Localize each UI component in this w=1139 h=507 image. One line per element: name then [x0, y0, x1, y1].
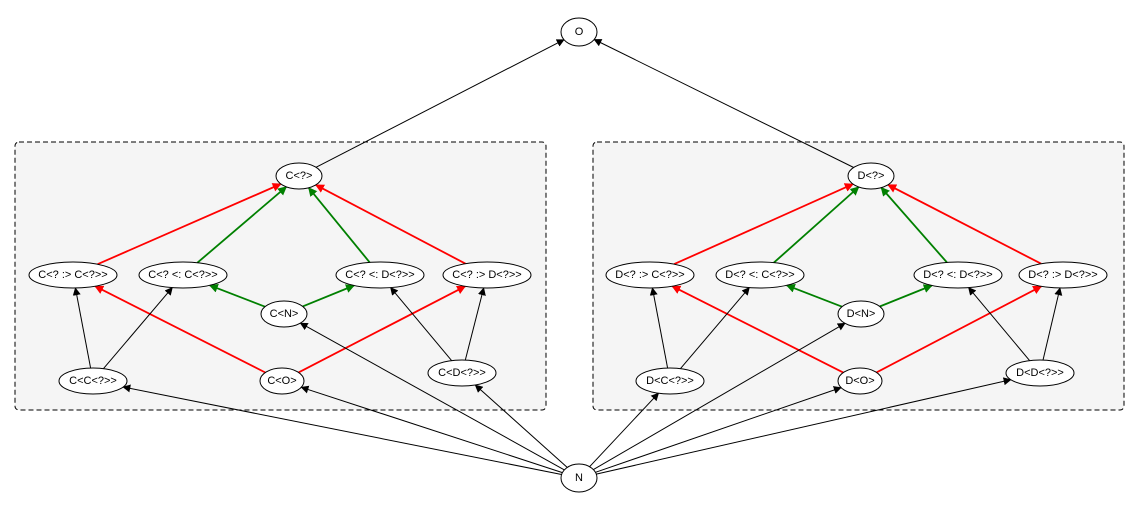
node-d-sup-d[interactable]: D<? <: D<?>>	[913, 261, 1003, 289]
node-d-sup-c[interactable]: D<? <: C<?>>	[715, 261, 805, 289]
edge-d-cc-to-d-sup-c	[680, 286, 750, 369]
node-d-ext-d-label: D<? :> D<?>>	[1028, 269, 1097, 281]
edge-d-to-o	[593, 39, 854, 168]
node-d-sup-c-label: D<? <: C<?>>	[725, 269, 794, 281]
edge-d-o-to-d-ext-d	[876, 285, 1043, 374]
edge-c-cc-to-c-sup-c	[103, 286, 173, 369]
edge-n-to-d-dd	[596, 377, 1012, 475]
node-c-ext-c-label: C<? :> C<?>>	[38, 269, 107, 281]
edge-d-n-to-d-sup-c	[785, 284, 843, 308]
cluster-d	[592, 141, 1125, 411]
edge-d-ext-c-to-d	[673, 183, 854, 265]
node-c-n[interactable]: C<N>	[260, 300, 308, 328]
edge-n-to-d-o	[595, 386, 842, 473]
edge-n-to-c-dd	[474, 384, 568, 468]
node-c-ext-d-label: C<? :> D<?>>	[452, 269, 521, 281]
node-d-o[interactable]: D<O>	[837, 367, 883, 395]
edges-layer	[72, 39, 1063, 475]
node-d-ext-d[interactable]: D<? :> D<?>>	[1018, 261, 1108, 289]
edge-c-o-to-c-ext-c	[94, 285, 266, 374]
node-n-label: N	[575, 472, 583, 484]
node-d-dd-label: D<D<?>>	[1016, 367, 1064, 379]
edge-n-to-c-o	[300, 385, 563, 474]
edge-d-cc-to-d-ext-c	[649, 287, 669, 369]
node-c-cc-label: C<C<?>>	[69, 375, 117, 387]
edge-n-to-d-n	[593, 322, 846, 471]
edge-n-to-d-cc	[589, 392, 660, 468]
edge-c-cc-to-c-ext-c	[72, 287, 92, 369]
node-d-cc[interactable]: D<C<?>>	[635, 367, 705, 395]
node-c-sup-d-label: C<? <: D<?>>	[345, 269, 414, 281]
edge-d-sup-d-to-d	[880, 186, 948, 263]
edge-c-ext-c-to-c	[97, 183, 282, 266]
node-c-sup-d[interactable]: C<? <: D<?>>	[335, 261, 425, 289]
node-c-o-label: C<O>	[267, 375, 296, 387]
node-d-dd[interactable]: D<D<?>>	[1005, 359, 1075, 387]
edge-d-o-to-d-ext-c	[671, 285, 844, 374]
edge-c-sup-c-to-c	[196, 186, 287, 264]
node-d-label: D<?>	[858, 170, 885, 182]
node-n[interactable]: N	[560, 463, 598, 493]
node-c-ext-c[interactable]: C<? :> C<?>>	[28, 261, 118, 289]
nodes-layer: O N C<?> C<? :> C<?>> C<? <: C<?>> C<? <…	[28, 17, 1108, 493]
node-d-o-label: D<O>	[845, 375, 874, 387]
node-c-dd-label: C<D<?>>	[438, 367, 486, 379]
node-o-label: O	[575, 26, 584, 38]
node-c-label: C<?>	[286, 170, 313, 182]
edge-d-n-to-d-sup-d	[879, 284, 933, 308]
edge-c-sup-d-to-c	[308, 187, 371, 263]
edge-n-to-c-n	[299, 322, 565, 471]
cluster-c	[14, 141, 547, 411]
edge-c-dd-to-c-ext-d	[464, 287, 486, 361]
edge-d-ext-d-to-d	[887, 183, 1042, 265]
edge-c-o-to-c-ext-d	[298, 285, 466, 374]
node-c-n-label: C<N>	[270, 308, 299, 320]
edge-c-n-to-c-sup-d	[302, 284, 355, 308]
node-c-o[interactable]: C<O>	[259, 367, 305, 395]
node-c-sup-c[interactable]: C<? <: C<?>>	[138, 261, 228, 289]
edge-c-ext-d-to-c	[315, 184, 466, 265]
node-c[interactable]: C<?>	[275, 162, 323, 190]
edge-n-to-c-cc	[122, 384, 562, 475]
node-d-n-label: D<N>	[847, 308, 876, 320]
node-c-cc[interactable]: C<C<?>>	[58, 367, 128, 395]
node-c-sup-c-label: C<? <: C<?>>	[148, 269, 217, 281]
edge-c-n-to-c-sup-c	[208, 284, 266, 308]
node-c-dd[interactable]: C<D<?>>	[427, 359, 497, 387]
node-d-sup-d-label: D<? <: D<?>>	[923, 269, 992, 281]
node-d[interactable]: D<?>	[847, 162, 895, 190]
node-o[interactable]: O	[560, 17, 598, 47]
node-c-ext-d[interactable]: C<? :> D<?>>	[442, 261, 532, 289]
edge-d-dd-to-d-sup-d	[968, 286, 1030, 361]
edge-c-to-o	[315, 39, 565, 168]
edge-c-dd-to-c-sup-d	[390, 286, 452, 361]
edge-d-sup-c-to-d	[773, 186, 860, 264]
node-d-ext-c[interactable]: D<? :> C<?>>	[605, 261, 695, 289]
node-d-n[interactable]: D<N>	[837, 300, 885, 328]
node-d-ext-c-label: D<? :> C<?>>	[615, 269, 684, 281]
edge-d-dd-to-d-ext-d	[1042, 287, 1063, 361]
node-d-cc-label: D<C<?>>	[646, 375, 694, 387]
